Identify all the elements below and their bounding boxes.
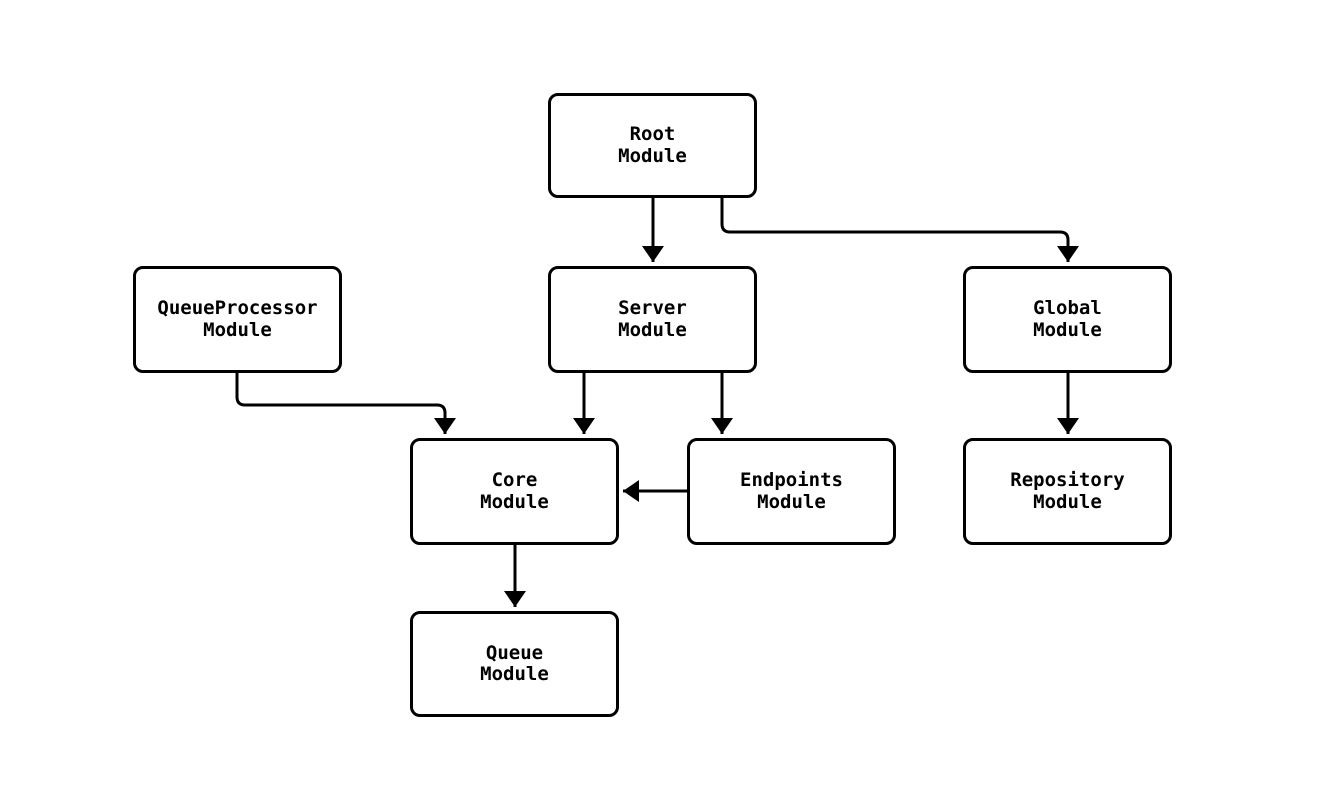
node-root-module: Root Module <box>548 93 757 198</box>
node-repository-module: Repository Module <box>963 438 1172 545</box>
node-label-line: Core <box>491 469 538 491</box>
node-label-line: Module <box>757 490 826 513</box>
node-global-module: Global Module <box>963 266 1172 373</box>
edge-root-to-global <box>720 198 1079 262</box>
node-queueprocessor-module: QueueProcessor Module <box>133 266 342 373</box>
node-label-line: Root <box>629 123 676 145</box>
node-core-module: Core Module <box>410 438 619 545</box>
node-label-line: Module <box>203 318 272 341</box>
node-label-line: Server <box>618 297 687 319</box>
node-label-line: Module <box>618 144 687 167</box>
node-label-line: Module <box>480 663 549 685</box>
node-label-line: Module <box>618 318 687 341</box>
node-label-line: Global <box>1033 297 1102 319</box>
node-server-module: Server Module <box>548 266 757 373</box>
node-endpoints-module: Endpoints Module <box>687 438 896 545</box>
node-label-line: Endpoints <box>740 469 843 491</box>
node-queue-module: Queue Module <box>410 611 619 717</box>
node-label-line: Queue <box>485 641 544 664</box>
node-label-line: Module <box>1033 318 1102 341</box>
node-label-line: Module <box>1033 490 1102 513</box>
edge-queueprocessor-to-core <box>235 373 456 434</box>
node-label-line: Module <box>480 490 549 513</box>
node-label-line: Repository <box>1010 469 1125 491</box>
node-label-line: QueueProcessor <box>157 297 318 319</box>
